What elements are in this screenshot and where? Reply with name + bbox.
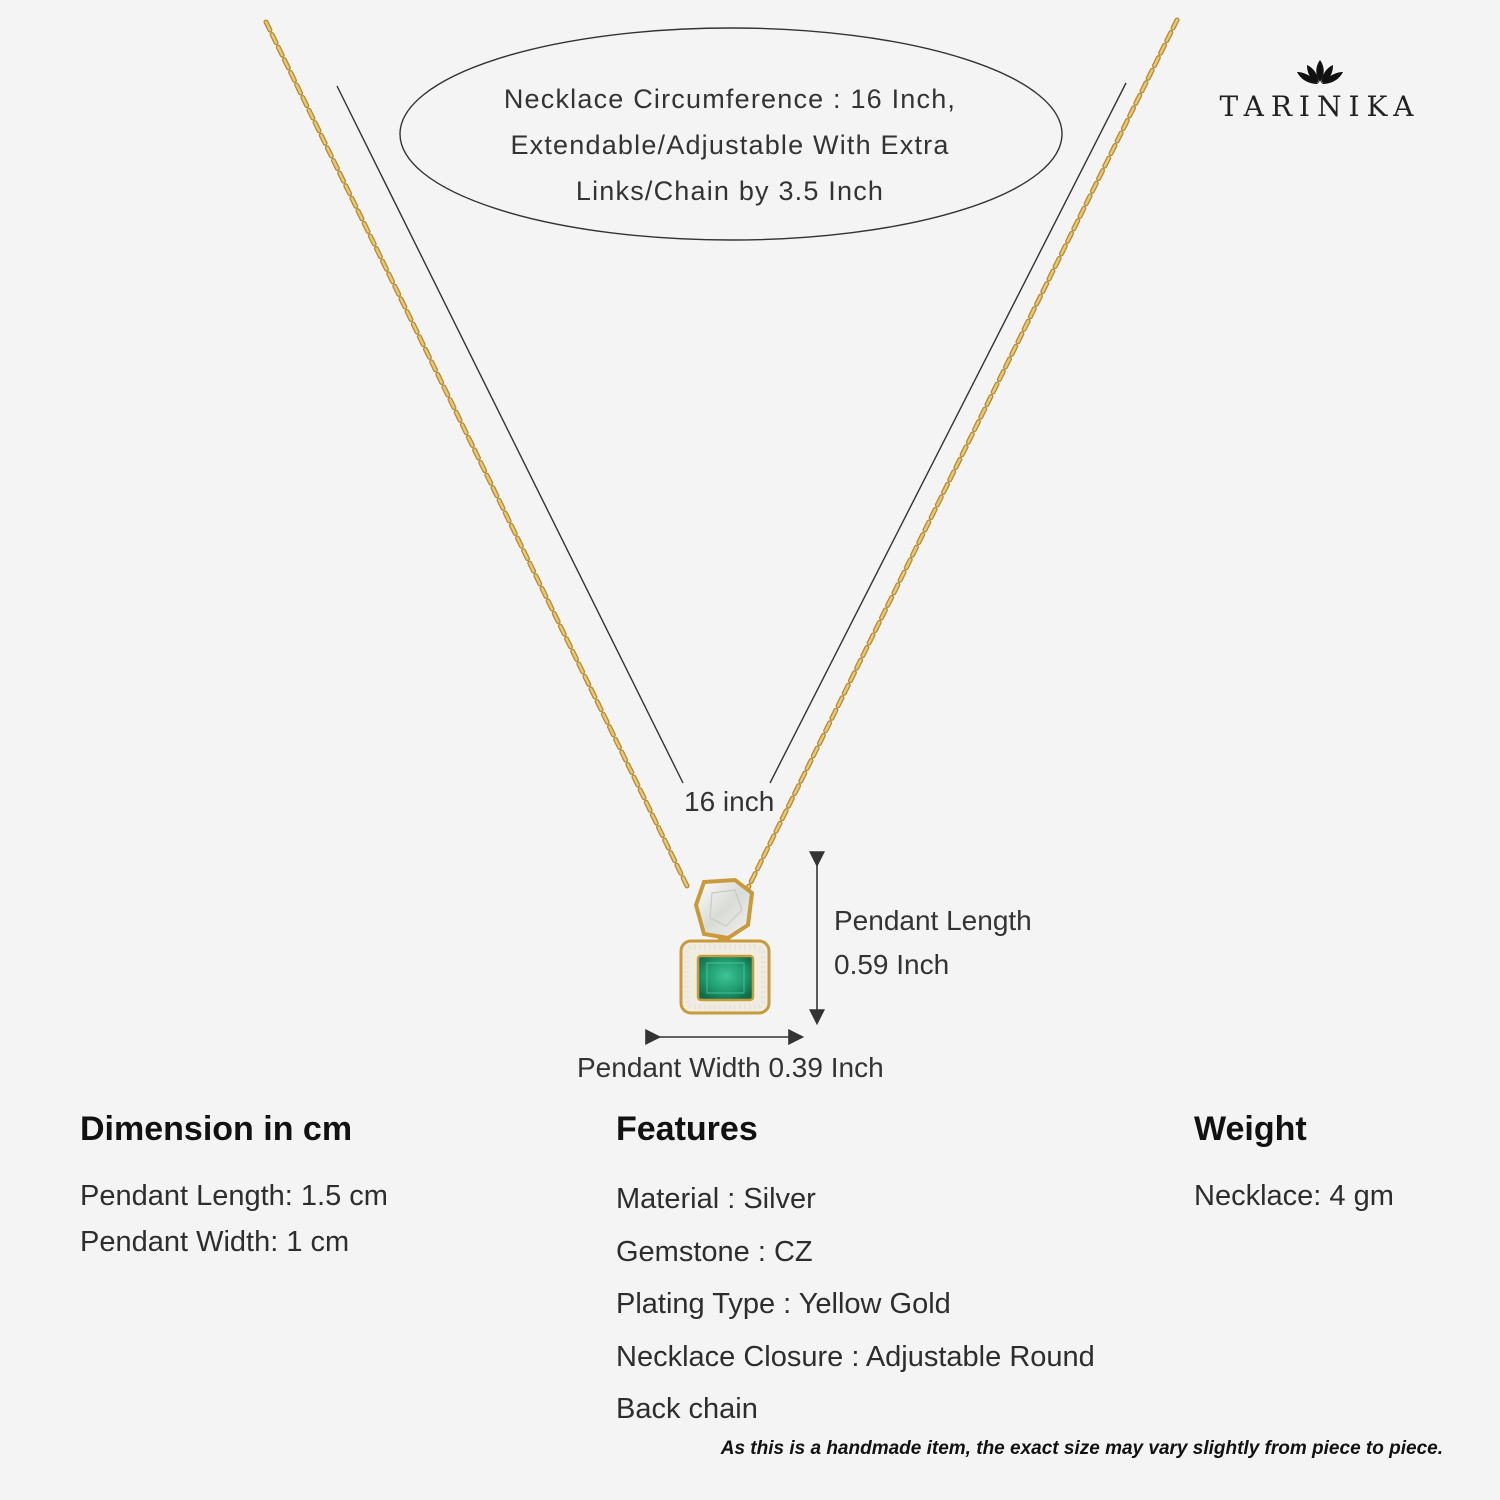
handmade-disclaimer: As this is a handmade item, the exact si… <box>720 1438 1443 1459</box>
feature-item: Gemstone : CZ <box>616 1235 813 1268</box>
feature-item: Plating Type : Yellow Gold <box>616 1288 951 1320</box>
dimension-section: Dimension in cm Pendant Length: 1.5 cm P… <box>80 1110 388 1265</box>
features-heading: Features <box>616 1110 758 1148</box>
feature-item: Back chain <box>616 1393 758 1425</box>
emerald-stone <box>696 954 755 1002</box>
feature-item: Material : Silver <box>616 1183 816 1215</box>
brand-logo: TARINIKA <box>1200 58 1440 123</box>
features-section: Features Material : Silver Gemstone : CZ… <box>616 1110 1095 1436</box>
pendant <box>679 877 771 1015</box>
feature-item: Necklace Closure : Adjustable Round <box>616 1340 1095 1373</box>
pendant-length-label: Pendant Length 0.59 Inch <box>834 899 1032 987</box>
lotus-icon <box>1297 60 1343 84</box>
dimension-item: Pendant Length: 1.5 cm <box>80 1180 388 1212</box>
pendant-length-title: Pendant Length <box>834 905 1032 936</box>
circumference-note: Necklace Circumference : 16 Inch, Extend… <box>503 84 957 206</box>
weight-section: Weight Necklace: 4 gm <box>1194 1110 1394 1219</box>
weight-item: Necklace: 4 gm <box>1194 1180 1394 1212</box>
gold-chain <box>263 17 1180 891</box>
pendant-length-value: 0.59 Inch <box>834 949 950 980</box>
chain-length-label: 16 inch <box>684 786 775 817</box>
circumference-ellipse <box>399 27 1063 241</box>
chain-length-guide-left <box>336 85 684 784</box>
chain-length-guide-right <box>769 82 1127 784</box>
dimension-item: Pendant Width: 1 cm <box>80 1226 350 1258</box>
weight-heading: Weight <box>1194 1110 1307 1148</box>
dimension-heading: Dimension in cm <box>80 1110 353 1148</box>
pendant-width-label: Pendant Width 0.39 Inch <box>577 1052 884 1083</box>
brand-name: TARINIKA <box>1219 90 1421 123</box>
polki-stone <box>693 877 755 941</box>
